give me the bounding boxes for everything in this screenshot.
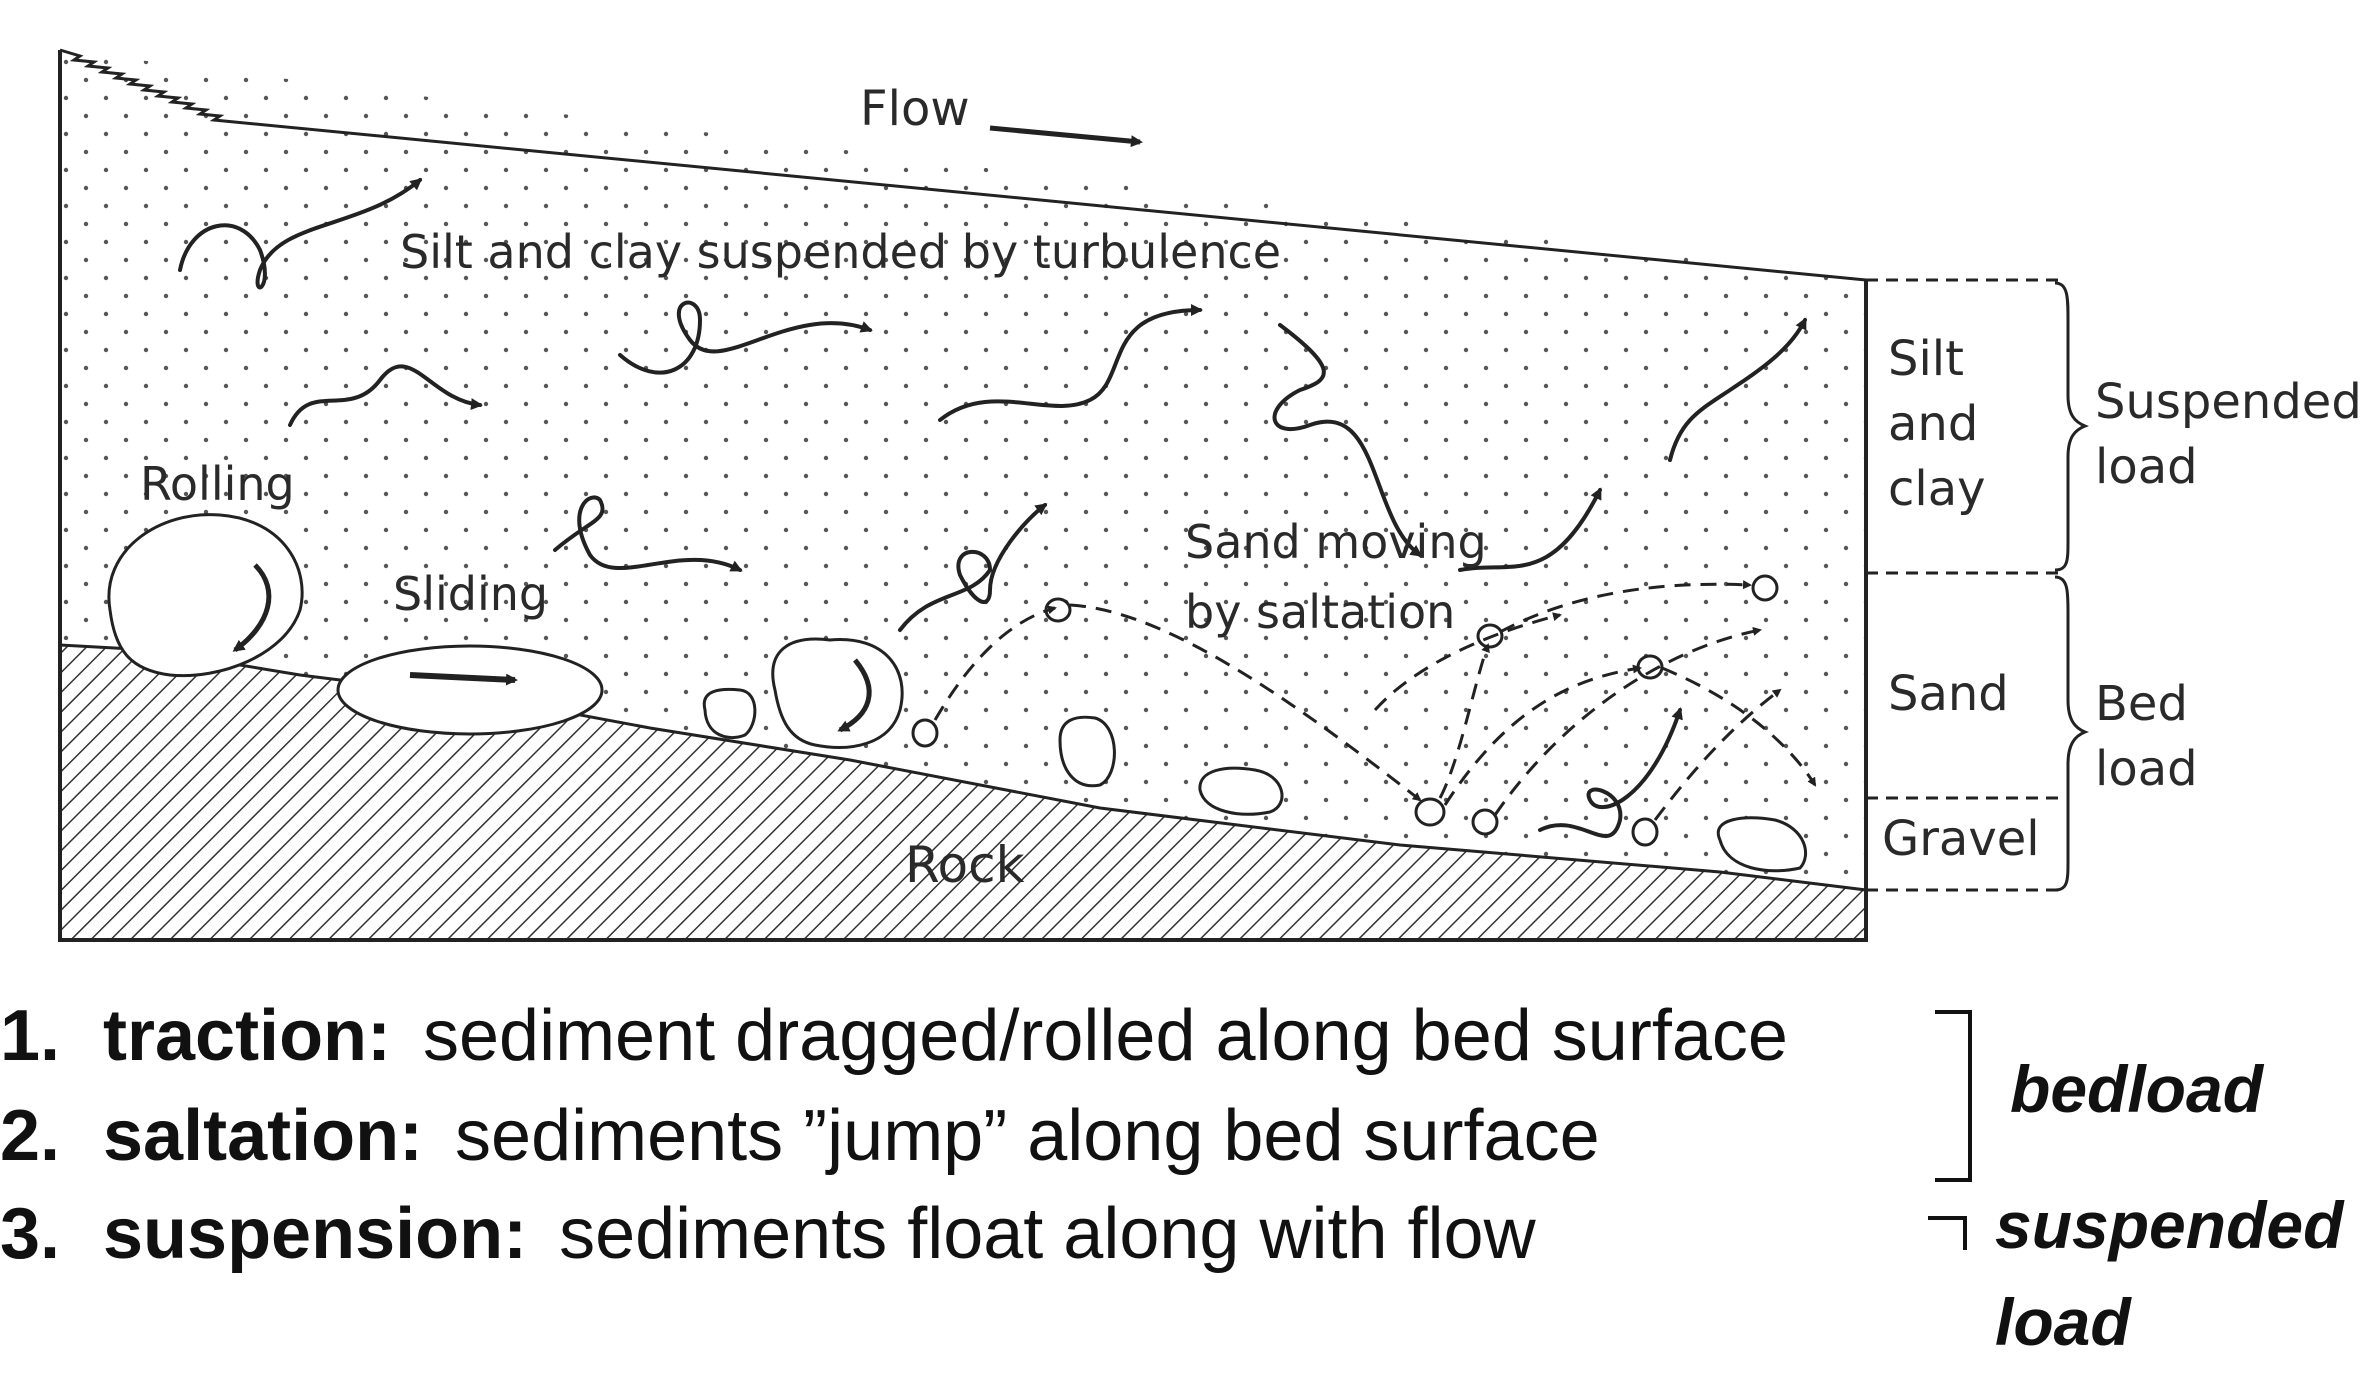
gravel-pebbles	[702, 687, 1808, 873]
rolling-boulder	[107, 513, 304, 678]
bed-load-label-2: load	[2095, 741, 2198, 797]
bed-load-label-1: Bed	[2095, 676, 2188, 732]
water-surface	[59, 48, 1867, 282]
mechanism-term: saltation:	[103, 1096, 423, 1176]
mechanism-term: traction:	[103, 996, 391, 1076]
suspended-load-label-2: load	[2095, 439, 2198, 495]
rolling-label: Rolling	[140, 457, 295, 511]
mechanism-item-traction: 1. traction: sediment dragged/rolled alo…	[0, 996, 1788, 1076]
channel-frame	[58, 50, 1868, 942]
mechanism-item-saltation: 2. saltation: sediments ”jump” along bed…	[0, 1096, 1600, 1176]
layer-silt-label: Silt	[1888, 331, 1964, 387]
suspended-load-label-1: Suspended	[2095, 374, 2362, 430]
layer-clay-label: clay	[1888, 461, 1986, 517]
suspended-group-label-2: load	[1995, 1285, 2132, 1359]
mechanism-number: 2.	[0, 1096, 60, 1176]
layer-dividers	[1866, 278, 2060, 892]
sliding-pebble	[336, 644, 604, 736]
saltation-label-line2: by saltation	[1185, 585, 1455, 639]
layer-sand-label: Sand	[1888, 666, 2009, 722]
mechanism-term: suspension:	[103, 1194, 527, 1274]
load-braces	[2054, 281, 2090, 892]
suspended-group-label-1: suspended	[1995, 1188, 2345, 1262]
mechanism-list: 1. traction: sediment dragged/rolled alo…	[0, 996, 1788, 1274]
saltation-paths	[933, 580, 1817, 821]
saltation-label-line1: Sand moving	[1185, 515, 1487, 569]
mechanism-description: sediment dragged/rolled along bed surfac…	[423, 996, 1788, 1076]
layer-and-label: and	[1888, 396, 1978, 452]
rolling-boulder-2	[771, 637, 904, 749]
flow-label: Flow	[860, 81, 970, 137]
sliding-label: Sliding	[393, 567, 548, 621]
grouping-brackets	[1928, 1010, 1972, 1250]
mechanism-description: sediments float along with flow	[559, 1194, 1537, 1274]
bedload-group-label: bedload	[2010, 1052, 2265, 1126]
mechanism-number: 1.	[0, 996, 60, 1076]
layer-gravel-label: Gravel	[1882, 811, 2040, 867]
mechanism-description: sediments ”jump” along bed surface	[455, 1096, 1600, 1176]
turbulence-squiggles	[178, 178, 1807, 839]
mechanism-number: 3.	[0, 1194, 60, 1274]
rock-label: Rock	[905, 836, 1025, 894]
flow-arrow	[989, 125, 1143, 148]
suspended-by-turbulence-label: Silt and clay suspended by turbulence	[400, 225, 1281, 279]
mechanism-item-suspension: 3. suspension: sediments float along wit…	[0, 1194, 1537, 1274]
